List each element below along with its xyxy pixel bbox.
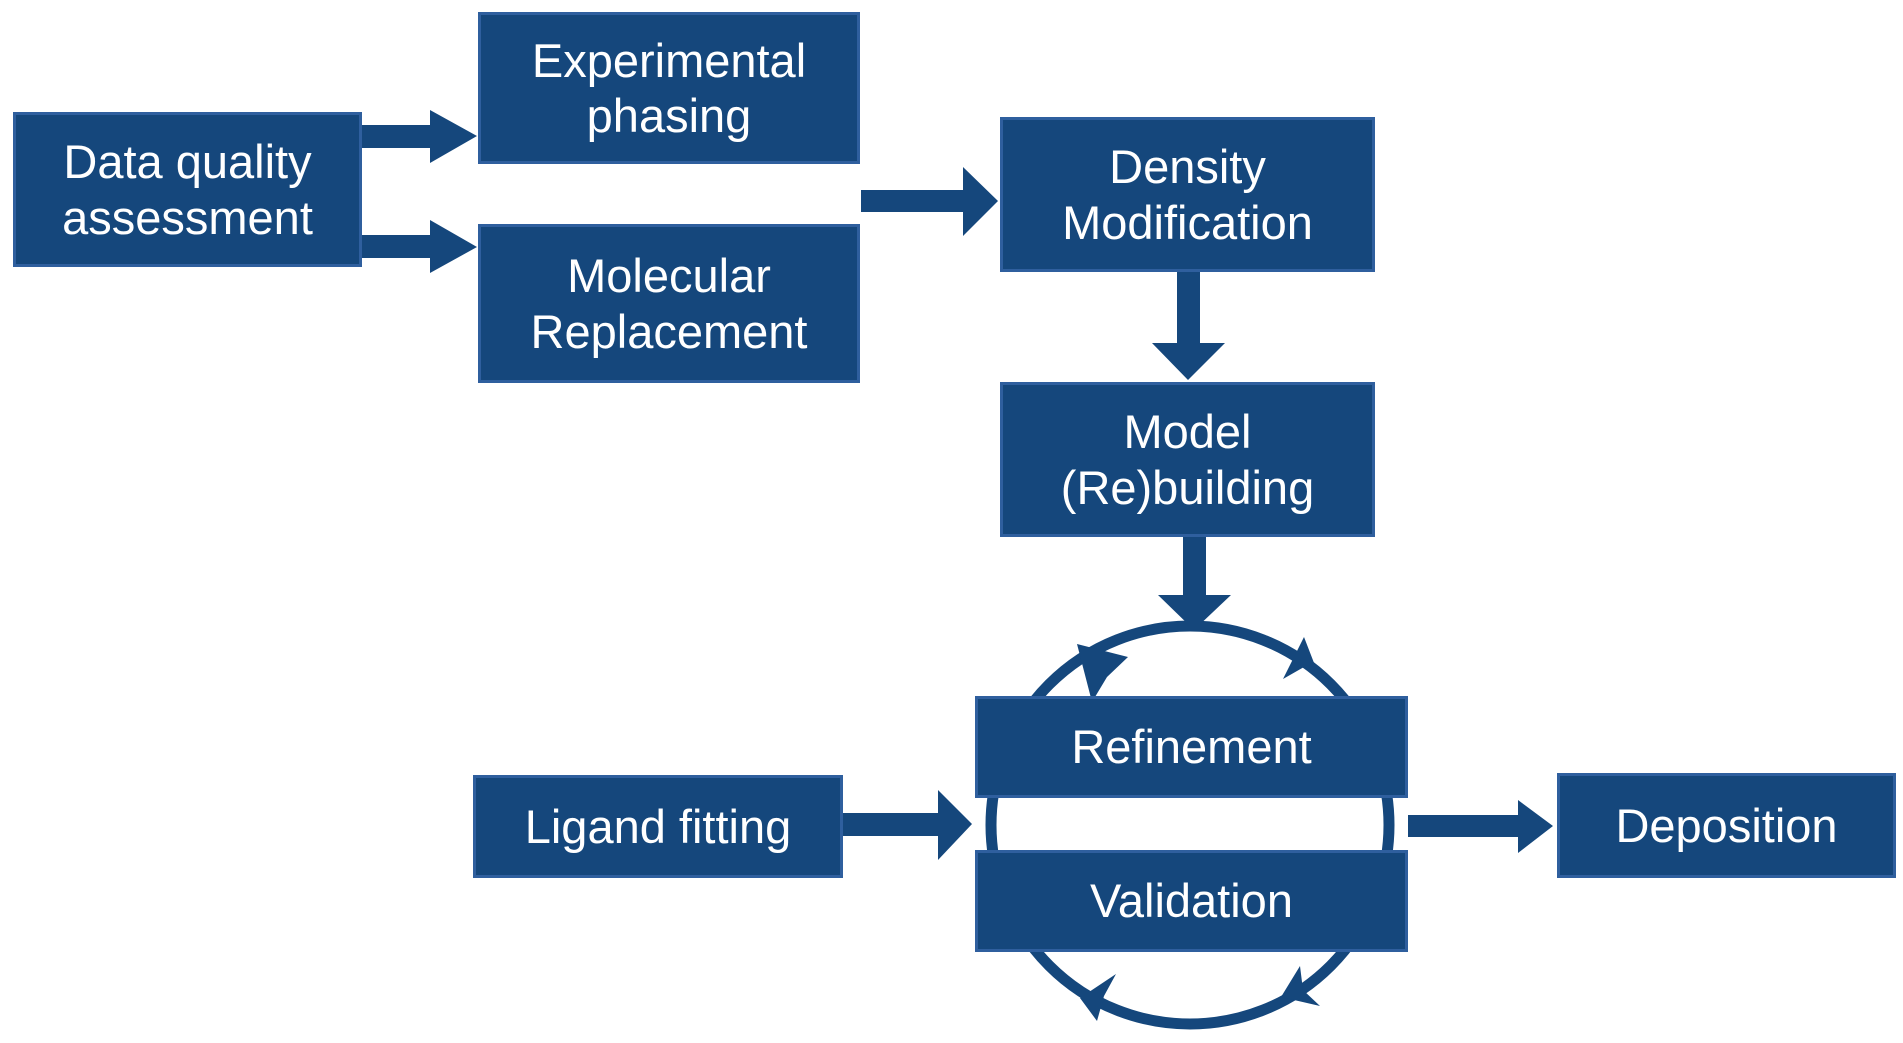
arrow-dataquality-to-experimentalphasing-icon — [362, 110, 477, 163]
node-density-modification: Density Modification — [1000, 117, 1375, 272]
cycle-arrowhead-top-right-icon — [1283, 637, 1321, 681]
arrow-dataquality-to-molecularreplacement-icon — [362, 220, 477, 273]
node-data-quality-assessment: Data quality assessment — [13, 112, 362, 267]
node-molecular-replacement: Molecular Replacement — [478, 224, 860, 383]
arrow-cycle-to-deposition-icon — [1408, 800, 1553, 853]
node-ligand-fitting: Ligand fitting — [473, 775, 843, 878]
arrow-to-densitymodification-icon — [861, 167, 998, 236]
arrow-modelrebuilding-to-cycle-icon — [1158, 537, 1231, 630]
refinement-validation-cycle-ring — [985, 620, 1395, 1030]
cycle-arrowhead-bottom-right-icon — [1281, 966, 1320, 1006]
arrow-densitymodification-to-modelrebuilding-icon — [1152, 272, 1225, 380]
cycle-arrowhead-bottom-left-icon — [1080, 974, 1116, 1021]
node-experimental-phasing: Experimental phasing — [478, 12, 860, 164]
arrow-ligandfitting-to-cycle-icon — [843, 790, 972, 860]
cycle-arrowhead-top-left-icon — [1077, 644, 1128, 702]
node-model-rebuilding: Model (Re)building — [1000, 382, 1375, 537]
node-refinement: Refinement — [975, 696, 1408, 798]
node-deposition: Deposition — [1557, 773, 1896, 878]
node-validation: Validation — [975, 850, 1408, 952]
